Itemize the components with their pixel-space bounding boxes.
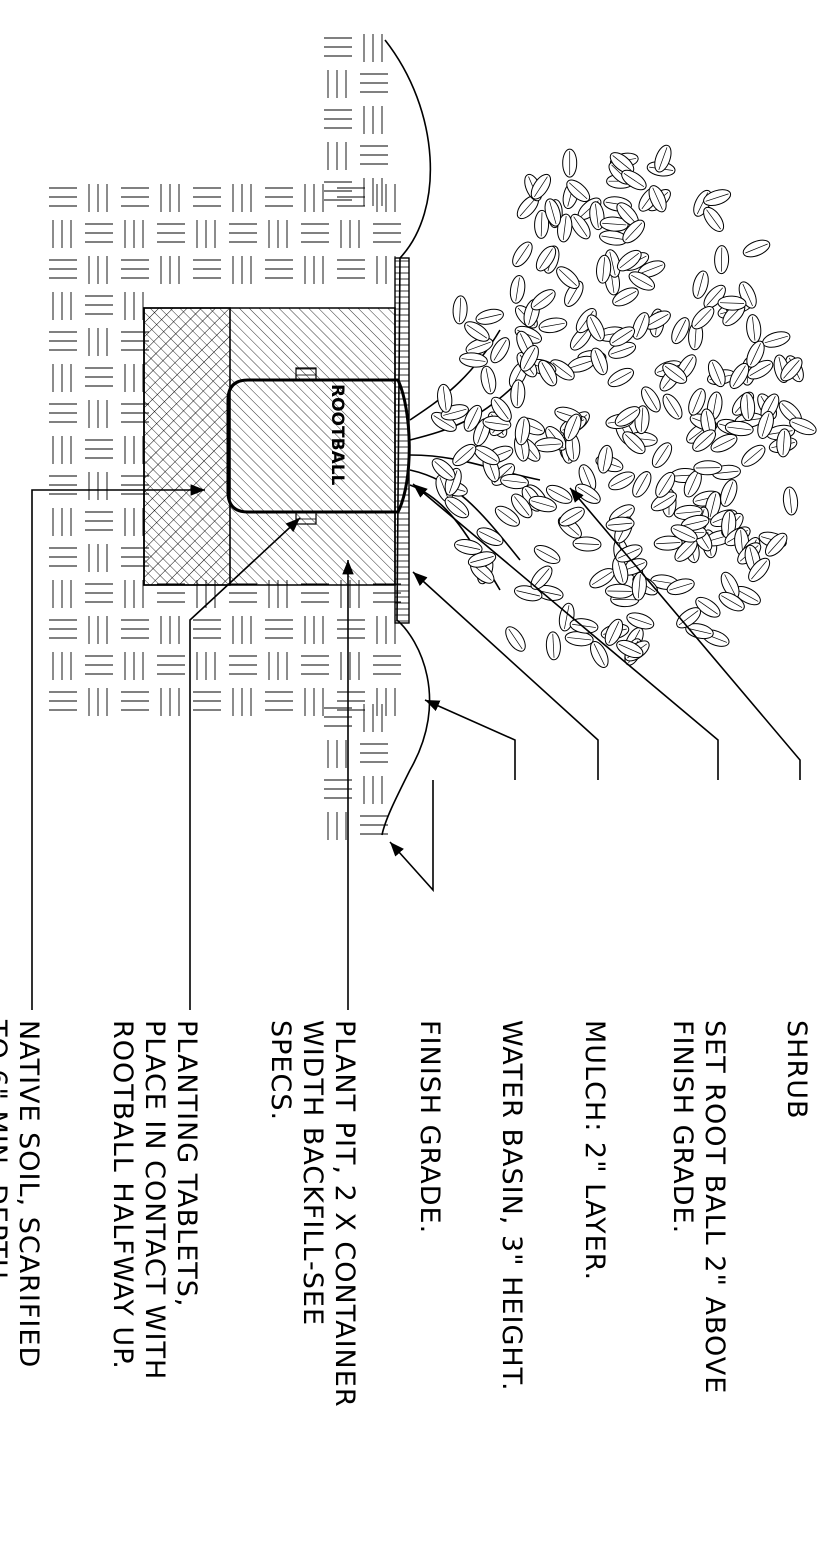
callout-native-soil-line-1: NATIVE SOIL, SCARIFIED — [13, 1020, 44, 1368]
callout-shrub-line-1: SHRUB — [781, 1020, 812, 1120]
callout-finish-grade-line-1: FINISH GRADE. — [414, 1020, 445, 1234]
planting-tablet-icon — [295, 367, 317, 381]
leader-lines — [31, 483, 801, 1010]
callout-plant-pit-line-1: PLANT PIT, 2 X CONTAINER — [329, 1020, 360, 1408]
mulch-layer — [394, 257, 410, 624]
native-soil-texture — [49, 34, 401, 840]
callout-plant-pit-line-3: SPECS. — [265, 1020, 296, 1121]
callout-mulch-line-1: MULCH: 2" LAYER. — [579, 1020, 610, 1281]
rootball — [226, 378, 411, 514]
callout-root-ball-height-line-2: FINISH GRADE. — [667, 1020, 698, 1234]
callout-root-ball-height-line-1: SET ROOT BALL 2" ABOVE — [699, 1020, 730, 1394]
callout-water-basin-line-1: WATER BASIN, 3" HEIGHT. — [496, 1020, 527, 1392]
callout-planting-tablets-line-1: PLANTING TABLETS, — [171, 1020, 202, 1307]
callout-planting-tablets-line-2: PLACE IN CONTACT WITH — [139, 1020, 170, 1380]
finish-grade-line — [381, 39, 432, 836]
callout-native-soil-line-2: TO 6" MIN. DEPTH. — [0, 1019, 12, 1289]
shrub-foliage — [430, 144, 817, 668]
callout-planting-tablets-line-3: ROOTBALL HALFWAY UP. — [107, 1020, 138, 1370]
scarified-native-soil — [143, 307, 231, 586]
callout-plant-pit-line-2: WIDTH BACKFILL-SEE — [297, 1020, 328, 1326]
rootball-label: ROOTBALL — [327, 384, 347, 486]
